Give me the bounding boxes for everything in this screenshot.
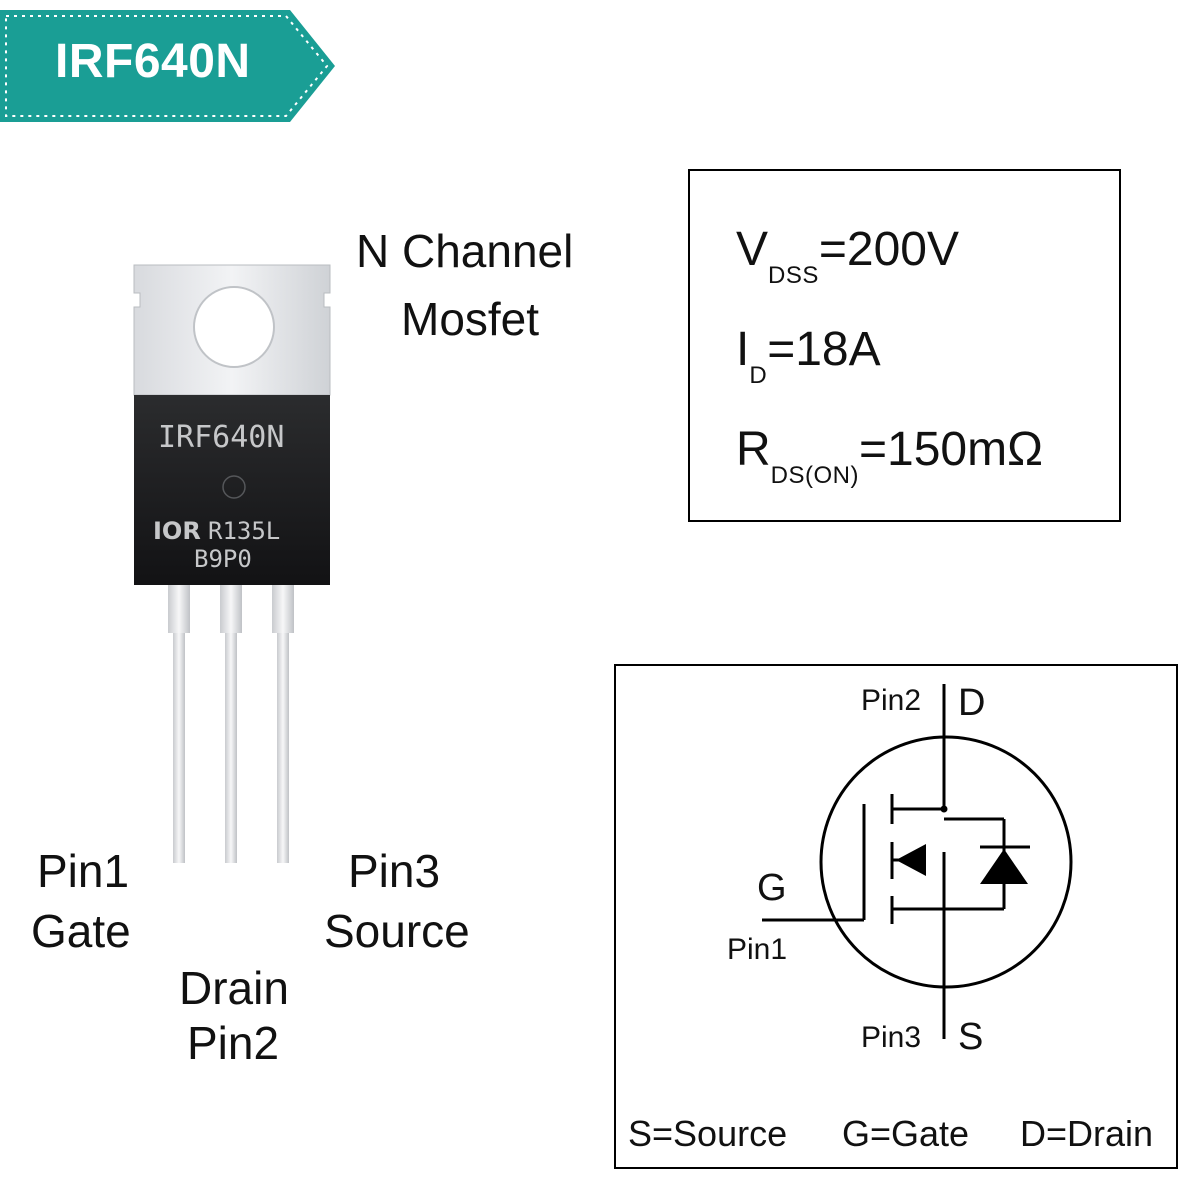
legend-source: S=Source [628, 1113, 788, 1154]
type-caption-line1: N Channel [356, 225, 574, 277]
pin3-number-label: Pin3 [348, 845, 441, 897]
spec-id-symbol: I [736, 323, 750, 376]
spec-rds-subscript: DS(ON) [770, 462, 859, 489]
package-part-marking: IRF640N [158, 420, 285, 455]
schematic-source-pin-label: Pin3 [861, 1021, 922, 1054]
pin3-name-label: Source [324, 905, 470, 957]
schematic-drain-letter: D [958, 682, 986, 724]
legend-gate: G=Gate [842, 1113, 970, 1154]
spec-vdss-value: 200V [846, 223, 960, 276]
schematic-gate-pin-label: Pin1 [727, 933, 788, 966]
type-caption-line2: Mosfet [401, 293, 540, 345]
schematic-drain-pin-label: Pin2 [861, 684, 922, 717]
pin2-name-label: Drain [179, 962, 289, 1014]
spec-id-subscript: D [749, 362, 768, 389]
pin1-name-label: Gate [31, 905, 131, 957]
spec-rds-value: 150mΩ [887, 423, 1043, 476]
package-logo-marking: IOR [153, 517, 201, 545]
spec-vdss-subscript: DSS [768, 262, 819, 289]
legend-drain: D=Drain [1020, 1113, 1154, 1154]
pin2-number-label: Pin2 [187, 1017, 280, 1069]
specs-box: VDSS=200V ID=18A RDS(ON)=150mΩ [688, 169, 1121, 522]
title-badge [0, 10, 335, 122]
schematic-source-letter: S [958, 1016, 984, 1058]
mosfet-schematic-symbol [762, 684, 1073, 1039]
spec-vdss: VDSS=200V [736, 223, 960, 288]
spec-rds-symbol: R [736, 423, 771, 476]
package-code-marking: R135L [208, 517, 281, 545]
spec-id-relation: = [767, 323, 796, 376]
spec-id-value: 18A [795, 323, 881, 376]
spec-vdss-symbol: V [736, 223, 769, 276]
pin1-number-label: Pin1 [37, 845, 130, 897]
spec-vdss-relation: = [818, 223, 847, 276]
to220-package-illustration [133, 264, 331, 863]
schematic-box [614, 664, 1178, 1169]
spec-id: ID=18A [736, 323, 881, 388]
package-batch-marking: B9P0 [194, 545, 252, 573]
spec-rds: RDS(ON)=150mΩ [736, 423, 1043, 488]
badge-title: IRF640N [55, 35, 251, 88]
schematic-gate-letter: G [757, 867, 787, 909]
spec-rds-relation: = [859, 423, 888, 476]
